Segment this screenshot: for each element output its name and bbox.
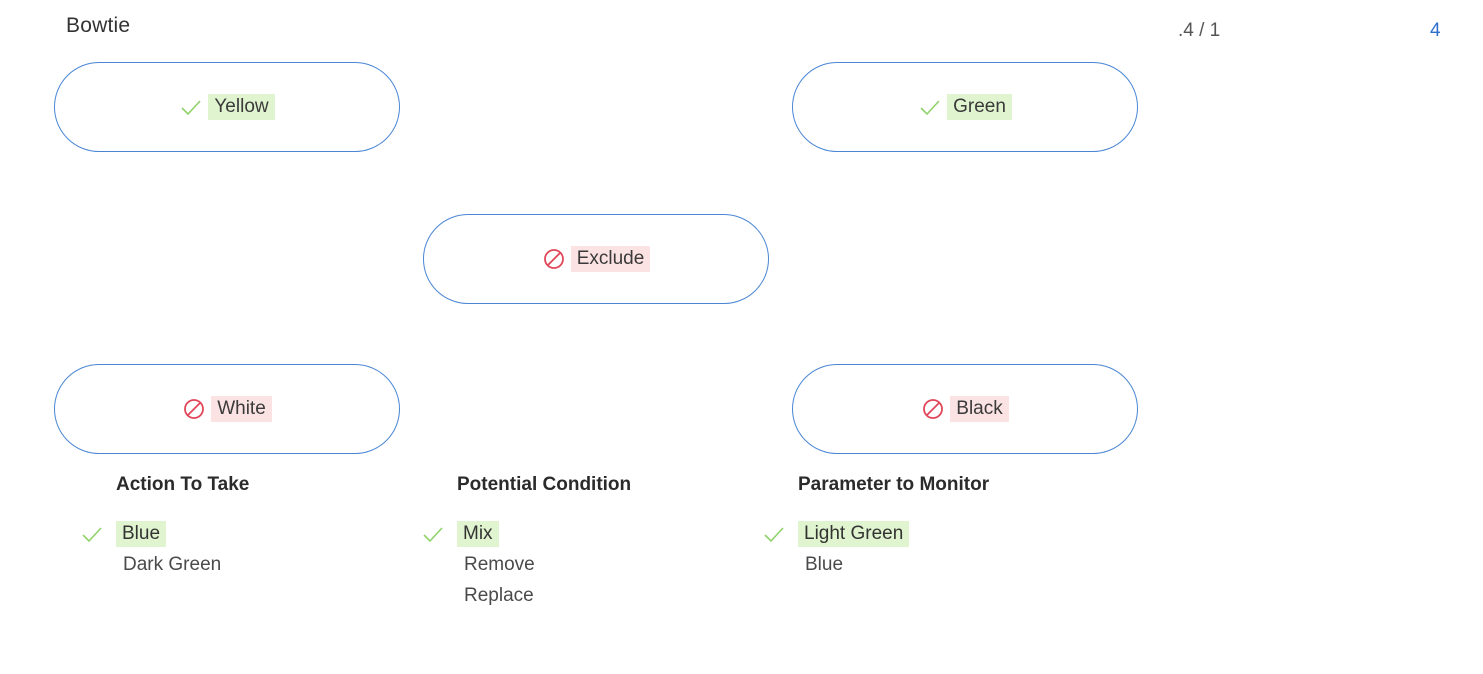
bowtie-node-center[interactable]: Exclude — [423, 214, 769, 304]
option-item[interactable]: Blue — [82, 518, 249, 549]
option-item[interactable]: Replace — [457, 580, 631, 611]
points-display: 4 — [1430, 20, 1441, 41]
option-item[interactable]: Blue — [798, 549, 989, 580]
node-label: Exclude — [570, 246, 651, 272]
column-action-to-take: Action To Take Blue Dark Green — [82, 472, 250, 580]
prohibited-icon — [542, 247, 566, 271]
check-icon — [421, 522, 445, 546]
node-label: Black — [950, 396, 1009, 422]
node-label: Green — [947, 94, 1012, 120]
option-item[interactable]: Dark Green — [116, 549, 249, 580]
option-label: Mix — [457, 520, 499, 547]
option-item[interactable]: Mix — [423, 518, 631, 549]
check-icon — [762, 522, 786, 546]
prohibited-icon — [182, 397, 206, 421]
option-label: Dark Green — [123, 553, 222, 575]
option-item[interactable]: Remove — [457, 549, 631, 580]
check-icon — [179, 95, 203, 119]
bowtie-node-top-left[interactable]: Yellow — [54, 62, 400, 152]
option-label: Replace — [464, 584, 534, 606]
column-heading: Parameter to Monitor — [798, 474, 990, 495]
score-display: .4 / 1 — [1178, 20, 1221, 41]
node-label: Yellow — [208, 94, 275, 120]
bowtie-node-bottom-right[interactable]: Black — [792, 364, 1138, 454]
bowtie-node-bottom-left[interactable]: White — [54, 364, 400, 454]
option-label: Blue — [116, 520, 167, 547]
column-heading: Potential Condition — [457, 474, 632, 495]
node-label: White — [211, 396, 272, 422]
prohibited-icon — [921, 397, 945, 421]
column-parameter-to-monitor: Parameter to Monitor Light Green Blue — [764, 472, 990, 580]
question-title: Bowtie — [66, 14, 131, 37]
option-label: Blue — [805, 553, 844, 575]
option-label: Remove — [464, 553, 535, 575]
column-potential-condition: Potential Condition Mix Remove Replace — [423, 472, 632, 611]
option-item[interactable]: Light Green — [764, 518, 989, 549]
bowtie-node-top-right[interactable]: Green — [792, 62, 1138, 152]
check-icon — [80, 522, 104, 546]
option-label: Light Green — [798, 520, 910, 547]
column-heading: Action To Take — [116, 474, 250, 495]
check-icon — [918, 95, 942, 119]
